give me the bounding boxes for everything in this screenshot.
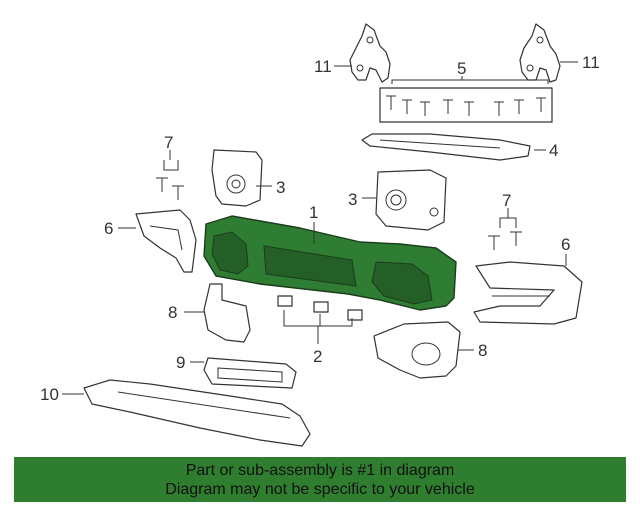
part-10-skid-plate[interactable] [83,379,311,447]
callout-7-right: 7 [502,191,511,210]
part-8-bracket-left[interactable] [203,283,251,343]
part-3-bracket-right[interactable] [375,169,447,231]
callout-6-left: 6 [104,219,113,238]
callout-6-right: 6 [561,235,570,254]
callout-2: 2 [313,347,322,366]
callout-10: 10 [40,385,59,404]
callout-7-left: 7 [164,133,173,152]
part-1-bumper-assembly[interactable] [203,215,457,311]
part-2-clips[interactable] [277,295,363,321]
part-6-end-cap-right[interactable] [473,261,583,325]
banner-line-2: Diagram may not be specific to your vehi… [165,481,475,498]
part-5-fastener-kit[interactable] [379,87,553,123]
callout-4: 4 [549,141,558,160]
leader-lines [62,61,578,395]
callout-5: 5 [457,59,466,78]
callout-9: 9 [176,353,185,372]
part-11-bracket-left[interactable] [349,23,391,83]
callout-8-left: 8 [168,303,177,322]
part-7-screws-right[interactable] [488,231,522,250]
part-4-upper-cover[interactable] [361,133,531,161]
callout-11-left: 11 [314,57,332,76]
callout-1: 1 [309,203,318,222]
parts-diagram: 1 2 3 3 4 5 6 6 7 7 8 8 9 10 11 11 [40,23,600,447]
part-8-bracket-right[interactable] [373,321,461,379]
callout-3-right: 3 [348,190,357,209]
disclaimer-banner: Part or sub-assembly is #1 in diagram Di… [14,457,626,502]
callout-3-left: 3 [276,178,285,197]
callout-11-right: 11 [582,53,600,72]
part-7-screws-left[interactable] [156,177,184,200]
part-11-bracket-right[interactable] [519,23,561,83]
callout-8-right: 8 [478,341,487,360]
part-6-end-cap-left[interactable] [135,209,197,273]
part-3-bracket-left[interactable] [211,149,263,207]
banner-line-1: Part or sub-assembly is #1 in diagram [185,462,455,479]
part-9-badge[interactable] [203,357,297,389]
